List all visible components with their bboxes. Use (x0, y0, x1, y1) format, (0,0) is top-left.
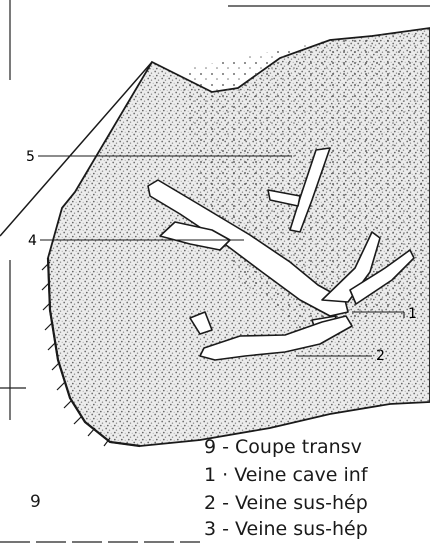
figure-number: 9 (30, 492, 41, 512)
caption-title: 9 - Coupe transv (204, 436, 362, 458)
caption-item-2: 2 - Veine sus-hép (204, 492, 368, 514)
callout-2: 2 (376, 348, 385, 364)
caption-item-3: 3 - Veine sus-hép (204, 518, 368, 540)
callout-4: 4 (28, 233, 37, 249)
caption-item-1: 1 · Veine cave inf (204, 464, 368, 486)
callout-5: 5 (26, 149, 35, 165)
callout-1: 1 (408, 306, 417, 322)
